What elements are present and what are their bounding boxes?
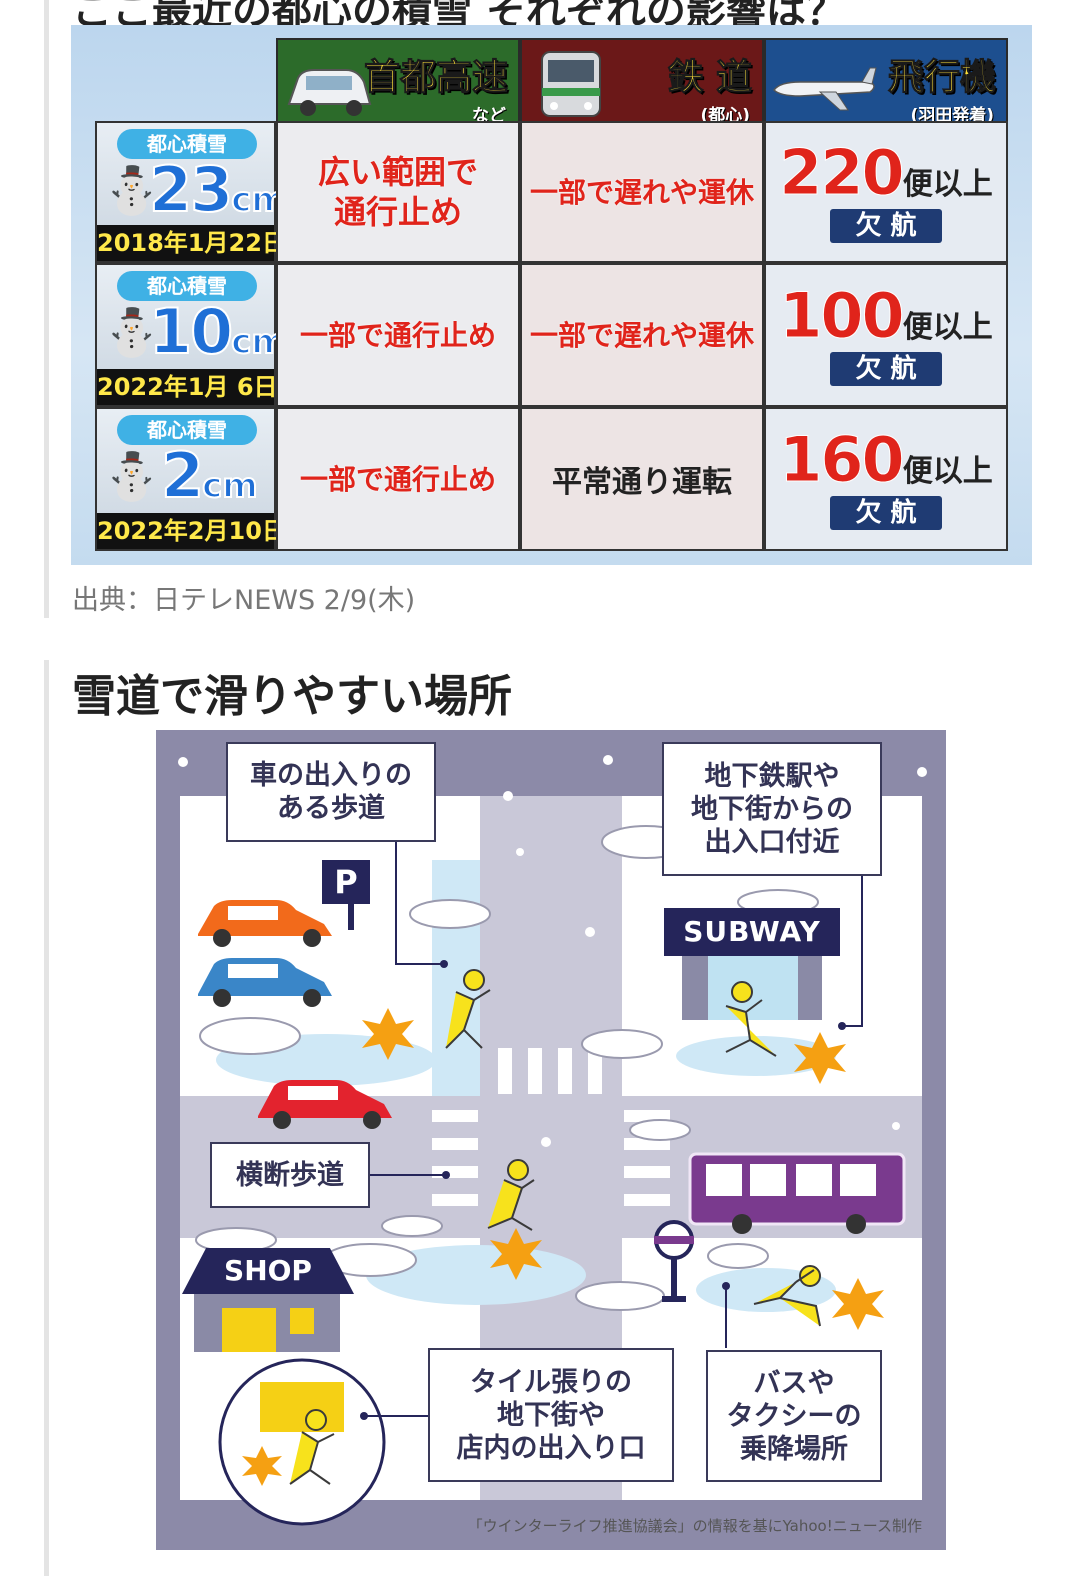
- cell-air-1: 220便以上 欠 航: [764, 121, 1008, 263]
- header-rail-title: 鉄 道: [667, 57, 753, 99]
- car-orange: [198, 900, 332, 947]
- slip-figure-5: [289, 1409, 335, 1485]
- flight-info: 100便以上 欠 航: [779, 283, 993, 386]
- snow-amount: 23cm: [148, 152, 288, 227]
- cell-air-3: 160便以上 欠 航: [764, 407, 1008, 551]
- quote-bar-top: [44, 0, 49, 618]
- snowman-icon: ⛄: [103, 305, 161, 359]
- cell-highway-text: 一部で通行止め: [299, 318, 496, 352]
- bus: [688, 1152, 906, 1234]
- flights-count: 160: [779, 423, 905, 496]
- shop-sign: SHOP: [182, 1248, 354, 1294]
- quote-bar-bottom: [44, 660, 49, 1576]
- row-label-3: 都心積雪 ⛄ 2cm 2022年2月10日: [95, 407, 286, 551]
- header-air: 飛行機 (羽田発着): [764, 38, 1008, 130]
- snow-impact-table-image: 首都高速 など 鉄 道 (都心) 飛行機 (羽田発着) 都心積雪 ⛄ 23cm …: [71, 25, 1032, 565]
- flights-suffix: 便以上: [902, 167, 993, 202]
- image-caption: 出典：日テレNEWS 2/9(木): [72, 585, 416, 616]
- slip-figure-2: [725, 981, 777, 1057]
- slip-figure-1: [445, 969, 491, 1049]
- cancel-badge: 欠 航: [829, 352, 942, 386]
- flight-info: 220便以上 欠 航: [779, 140, 993, 243]
- train-icon: [541, 51, 601, 117]
- row-label-1: 都心積雪 ⛄ 23cm 2018年1月22日: [95, 121, 288, 263]
- row-label-2: 都心積雪 ⛄ 10cm 2022年1月 6日: [95, 263, 288, 407]
- flights-suffix: 便以上: [902, 454, 993, 489]
- header-air-title: 飛行機: [887, 57, 996, 99]
- car-red: [258, 1080, 392, 1129]
- illustration-credit: 「ウインターライフ推進協議会」の情報を基にYahoo!ニュース制作: [467, 1517, 922, 1535]
- cell-highway-text: 広い範囲で 通行止め: [317, 153, 478, 231]
- snow-pill: 都心積雪: [117, 271, 257, 301]
- flights-count: 220: [779, 136, 905, 209]
- snow-date: 2022年2月10日: [97, 513, 286, 549]
- snow-amount: 10cm: [148, 294, 288, 369]
- cell-rail-3: 平常通り運転: [520, 407, 764, 551]
- snowman-icon: ⛄: [103, 449, 161, 503]
- slip-figure-3: [487, 1159, 535, 1231]
- snow-date: 2018年1月22日: [97, 225, 286, 261]
- snow-amount: 2cm: [160, 438, 259, 513]
- flight-info: 160便以上 欠 航: [779, 427, 993, 530]
- cell-highway-text: 一部で通行止め: [299, 462, 496, 496]
- cell-highway-2: 一部で通行止め: [276, 263, 520, 407]
- cell-rail-text: 一部で遅れや運休: [529, 175, 754, 209]
- flights-suffix: 便以上: [902, 310, 993, 345]
- airplane-icon: [773, 67, 877, 111]
- slippery-places-illustration: P SUBWAY SHOP 車の出入りの ある歩道 地下鉄駅や 地下街からの 出…: [156, 730, 946, 1550]
- cell-highway-3: 一部で通行止め: [276, 407, 520, 551]
- flights-count: 100: [779, 279, 905, 352]
- cell-rail-1: 一部で遅れや運休: [520, 121, 764, 263]
- parking-sign: P: [322, 860, 370, 904]
- snowman-icon: ⛄: [103, 163, 161, 217]
- section-heading: 雪道で滑りやすい場所: [72, 671, 512, 722]
- cell-rail-text: 平常通り運転: [552, 465, 732, 500]
- cancel-badge: 欠 航: [829, 496, 942, 530]
- cell-rail-text: 一部で遅れや運休: [529, 318, 754, 352]
- header-highway: 首都高速 など: [276, 38, 520, 130]
- snow-pill: 都心積雪: [117, 129, 257, 159]
- cell-highway-1: 広い範囲で 通行止め: [276, 121, 520, 263]
- header-highway-title: 首都高速: [363, 57, 508, 99]
- snow-date: 2022年1月 6日: [97, 369, 278, 405]
- header-rail: 鉄 道 (都心): [520, 38, 764, 130]
- slip-figure-4: [753, 1265, 821, 1327]
- callout-subway-exit: 地下鉄駅や 地下街からの 出入口付近: [662, 742, 882, 876]
- cell-air-2: 100便以上 欠 航: [764, 263, 1008, 407]
- snow-pill: 都心積雪: [117, 415, 257, 445]
- callout-tile-entrance: タイル張りの 地下街や 店内の出入り口: [428, 1348, 674, 1482]
- callout-bus-stop: バスや タクシーの 乗降場所: [706, 1350, 882, 1482]
- subway-sign: SUBWAY: [664, 908, 840, 956]
- cell-rail-2: 一部で遅れや運休: [520, 263, 764, 407]
- callout-crosswalk: 横断歩道: [210, 1142, 370, 1208]
- cancel-badge: 欠 航: [829, 209, 942, 243]
- callout-sidewalk: 車の出入りの ある歩道: [226, 742, 436, 842]
- car-blue: [198, 958, 332, 1007]
- car-icon: [287, 69, 372, 116]
